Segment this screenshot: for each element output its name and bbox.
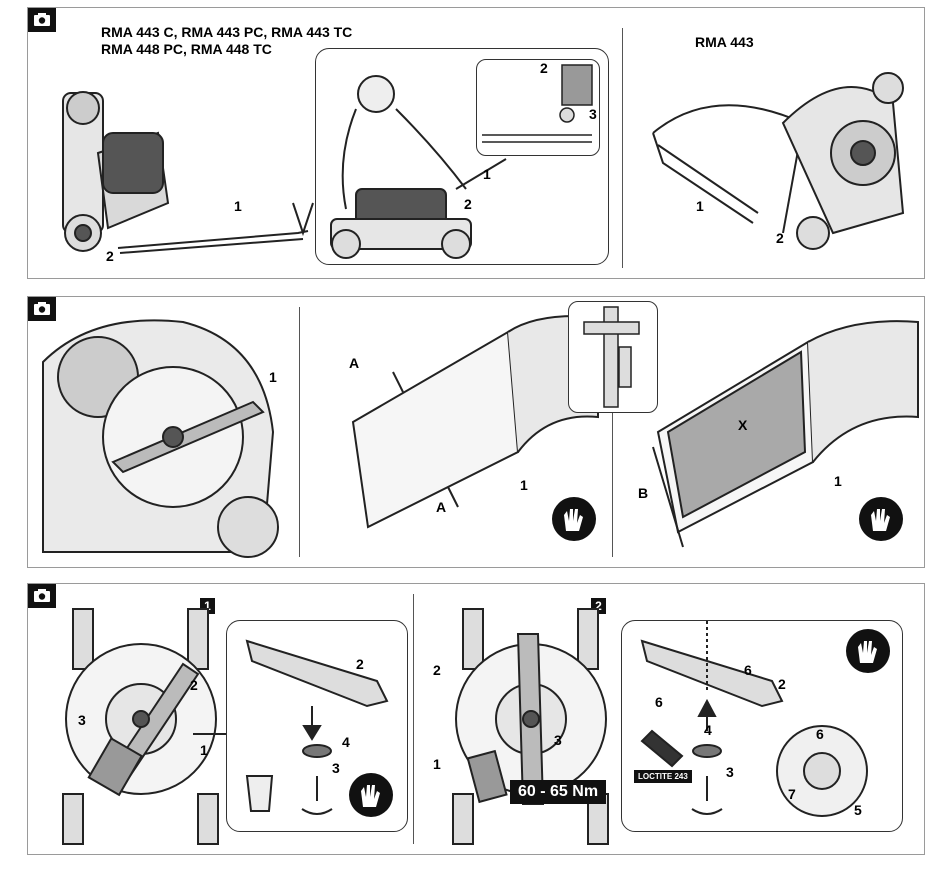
dimension-b-label: B [638, 485, 648, 501]
mower-rma443-illustration [633, 63, 913, 263]
callout-2: 2 [190, 677, 198, 693]
callout-2: 2 [356, 656, 364, 672]
callout-7: 7 [788, 786, 796, 802]
callout-6: 6 [816, 726, 824, 742]
callout-1: 1 [269, 369, 277, 385]
callout-4: 4 [704, 722, 712, 738]
divider [413, 594, 414, 844]
mower-blade-install-illustration [443, 604, 613, 844]
callout-3: 3 [589, 106, 597, 122]
callout-3: 3 [332, 760, 340, 776]
figure-panel-blade-replacement: 1 2 3 1 [27, 583, 925, 855]
callout-1: 1 [433, 756, 441, 772]
torque-spec-badge: 60 - 65 Nm [510, 780, 606, 804]
callout-2: 2 [540, 60, 548, 76]
loctite-label: LOCTITE 243 [634, 770, 692, 783]
callout-1: 1 [834, 473, 842, 489]
callout-6: 6 [655, 694, 663, 710]
callout-3: 3 [554, 732, 562, 748]
handle-folding-detail [315, 48, 609, 265]
figure-panel-handle-assembly: RMA 443 C, RMA 443 PC, RMA 443 TC RMA 44… [27, 7, 925, 279]
callout-2: 2 [776, 230, 784, 246]
callout-1: 1 [483, 166, 491, 182]
handle-lock-inset [476, 59, 600, 156]
callout-5: 5 [854, 802, 862, 818]
dimension-a-label: A [436, 499, 446, 515]
mower-folded-handle-illustration [48, 53, 338, 273]
callout-2: 2 [106, 248, 114, 264]
camera-icon [28, 8, 56, 32]
callout-2: 2 [778, 676, 786, 692]
gloves-icon [846, 629, 890, 673]
callout-2: 2 [433, 662, 441, 678]
figure-panel-blade-inspection: 1 A A 1 B [27, 296, 925, 568]
gloves-icon [859, 497, 903, 541]
divider [299, 307, 300, 557]
callout-6: 6 [744, 662, 752, 678]
model-title-rma443: RMA 443 [695, 34, 754, 51]
mower-underside-illustration [33, 302, 283, 562]
divider [622, 28, 623, 268]
callout-4: 4 [342, 734, 350, 750]
callout-1: 1 [200, 742, 208, 758]
callout-3: 3 [726, 764, 734, 780]
camera-icon [28, 584, 56, 608]
callout-1: 1 [520, 477, 528, 493]
wear-zone-x-label: X [738, 417, 747, 433]
callout-1: 1 [234, 198, 242, 214]
gloves-icon [552, 497, 596, 541]
callout-2: 2 [464, 196, 472, 212]
callout-3: 3 [78, 712, 86, 728]
blade-install-detail: LOCTITE 243 [621, 620, 903, 832]
dimension-a-label: A [349, 355, 359, 371]
gloves-icon [349, 773, 393, 817]
blade-removal-detail [226, 620, 408, 832]
callout-1: 1 [696, 198, 704, 214]
